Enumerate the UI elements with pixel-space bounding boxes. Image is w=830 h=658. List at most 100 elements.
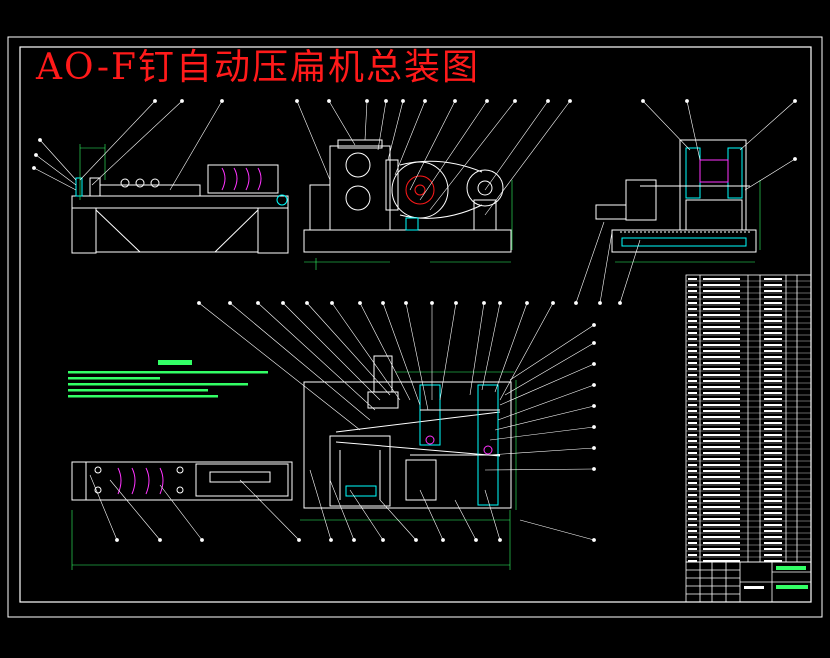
leader-dot <box>592 362 596 366</box>
table-cell-number <box>688 446 697 448</box>
table-cell-number <box>688 482 697 484</box>
leader-dot <box>423 99 427 103</box>
table-cell-material <box>764 548 782 550</box>
leader-line <box>79 100 156 181</box>
leader-line <box>296 100 331 181</box>
table-cell-material <box>764 428 782 430</box>
table-cell-name <box>703 560 740 562</box>
side-view-dimensions <box>304 180 513 270</box>
table-cell-number <box>688 296 697 298</box>
leader-line <box>91 100 183 186</box>
leader-dot <box>34 153 38 157</box>
table-cell-name <box>703 488 740 490</box>
parts-list-table <box>685 274 812 563</box>
leader-dot <box>793 99 797 103</box>
table-cell-number <box>688 500 697 502</box>
table-cell-number <box>688 350 697 352</box>
leader-dot <box>592 404 596 408</box>
table-cell-name <box>703 314 740 316</box>
leader-dot <box>115 538 119 542</box>
table-cell-material <box>764 326 782 328</box>
leader-dot <box>38 138 42 142</box>
table-cell-name <box>703 320 740 322</box>
leader-line <box>484 468 595 471</box>
leader-line <box>487 447 595 456</box>
table-cell-name <box>703 326 740 328</box>
front-view <box>71 164 289 254</box>
table-cell-number <box>688 338 697 340</box>
table-cell-number <box>688 386 697 388</box>
leader-dot <box>592 383 596 387</box>
table-cell-number <box>688 428 697 430</box>
table-cell-material <box>764 530 782 532</box>
table-cell-number <box>688 320 697 322</box>
table-cell-number <box>688 530 697 532</box>
leader-line <box>494 405 595 431</box>
leader-line <box>481 302 501 391</box>
table-cell-material <box>764 374 782 376</box>
leader-dot <box>401 99 405 103</box>
leader-line <box>454 499 477 541</box>
table-cell-material <box>764 332 782 334</box>
table-cell-material <box>764 296 782 298</box>
table-cell-name <box>703 470 740 472</box>
table-cell-number <box>688 374 697 376</box>
leader-dot <box>641 99 645 103</box>
leader-line <box>499 302 554 401</box>
part-callout-leaders <box>32 99 797 542</box>
table-cell-material <box>764 542 782 544</box>
table-cell-material <box>764 446 782 448</box>
table-cell-number <box>688 422 697 424</box>
table-cell-number <box>688 470 697 472</box>
table-cell-material <box>764 422 782 424</box>
leader-dot <box>453 99 457 103</box>
leader-dot <box>365 99 369 103</box>
table-cell-name <box>703 350 740 352</box>
title-block <box>685 561 812 603</box>
leader-line <box>439 302 457 401</box>
table-cell-material <box>764 524 782 526</box>
table-cell-number <box>688 458 697 460</box>
table-cell-name <box>703 416 740 418</box>
leader-dot <box>592 323 596 327</box>
leader-line <box>331 302 401 401</box>
table-cell-material <box>764 398 782 400</box>
table-cell-material <box>764 392 782 394</box>
leader-dot <box>228 301 232 305</box>
table-cell-name <box>703 368 740 370</box>
leader-dot <box>793 157 797 161</box>
table-cell-name <box>703 398 740 400</box>
table-cell-name <box>703 524 740 526</box>
table-cell-number <box>688 314 697 316</box>
leader-line <box>509 324 595 381</box>
leader-line <box>257 302 376 411</box>
table-cell-number <box>688 362 697 364</box>
drawing-title: AO-F钉自动压扁机总装图 <box>36 47 480 88</box>
table-cell-number <box>688 452 697 454</box>
table-cell-name <box>703 518 740 520</box>
table-cell-name <box>703 494 740 496</box>
leader-line <box>686 100 701 161</box>
table-cell-name <box>703 302 740 304</box>
table-cell-name <box>703 458 740 460</box>
side-view <box>303 139 512 253</box>
leader-dot <box>454 301 458 305</box>
leader-line <box>364 100 368 141</box>
table-cell-name <box>703 500 740 502</box>
table-cell-name <box>703 422 740 424</box>
table-cell-number <box>688 410 697 412</box>
table-cell-name <box>703 386 740 388</box>
leader-dot <box>381 538 385 542</box>
leader-dot <box>513 99 517 103</box>
leader-dot <box>551 301 555 305</box>
table-cell-material <box>764 320 782 322</box>
table-cell-number <box>688 332 697 334</box>
leader-dot <box>485 99 489 103</box>
table-cell-material <box>764 500 782 502</box>
table-cell-number <box>688 512 697 514</box>
table-cell-material <box>764 302 782 304</box>
table-cell-number <box>688 392 697 394</box>
leader-line <box>33 167 77 191</box>
table-cell-name <box>703 344 740 346</box>
